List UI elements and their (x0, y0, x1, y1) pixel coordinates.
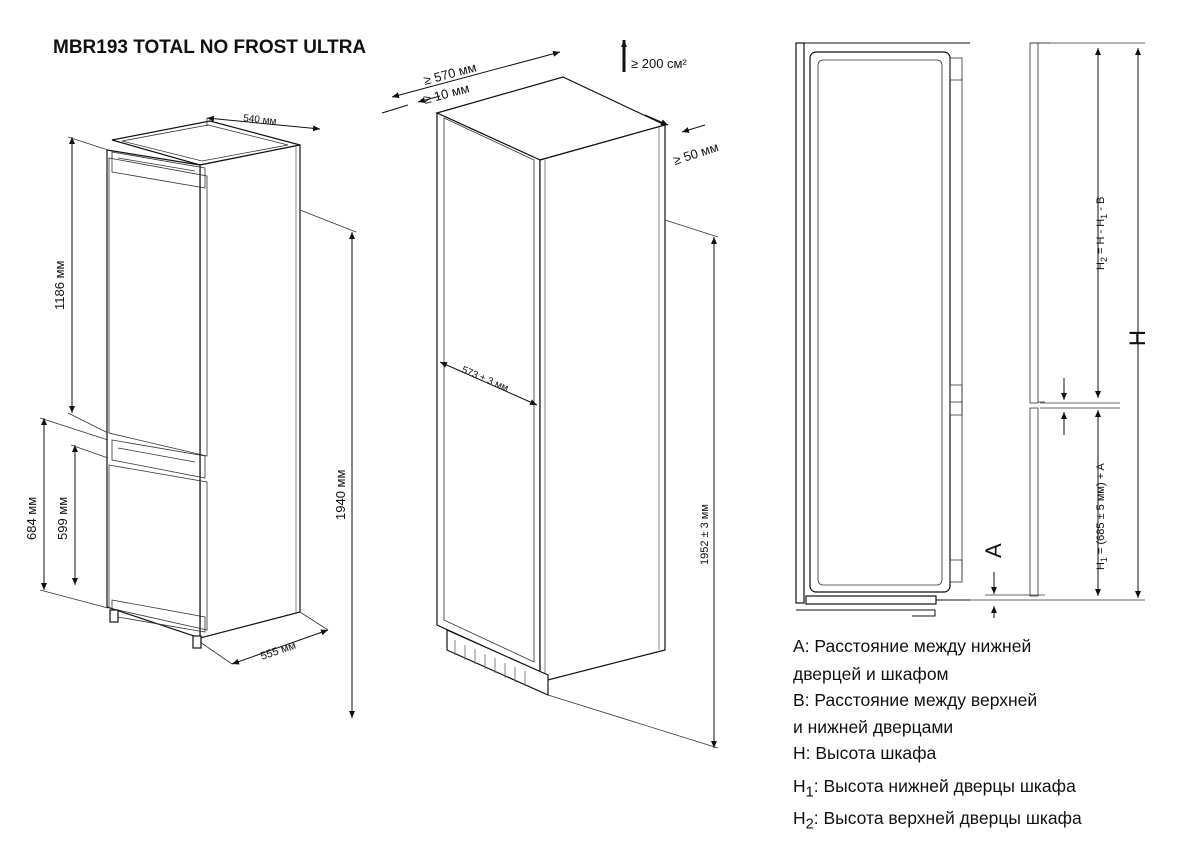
fridge-depth-label: 555 мм (259, 640, 297, 663)
fridge-drawing: 540 мм 1186 мм 684 мм 599 мм 1940 мм 555… (24, 113, 357, 718)
cabinet-side-gap-label: ≥ 50 мм (671, 139, 720, 168)
legend: A: Расстояние между нижней дверцей и шка… (793, 636, 1193, 841)
legend-item-h2: H2: Высота верхней дверцы шкафа (793, 808, 1082, 833)
side-h-label: H (1125, 330, 1150, 346)
fridge-width-label: 540 мм (243, 113, 277, 127)
fridge-upper-door-label: 1186 мм (52, 260, 67, 310)
legend-item-b: B: Расстояние между верхней и нижней две… (793, 689, 1038, 738)
legend-item-a: A: Расстояние между нижней дверцей и шка… (793, 636, 1032, 684)
cabinet-height-label: 1952 ± 3 мм (699, 504, 711, 565)
side-h1-formula: H1 = (685 ± 5 мм) + A (1095, 462, 1109, 570)
vent-area-label: ≥ 200 см² (631, 56, 687, 71)
fridge-lower-684-label: 684 мм (24, 497, 39, 540)
cabinet-depth-label: ≥ 570 мм (422, 59, 478, 87)
fridge-lower-599-label: 599 мм (55, 497, 70, 540)
legend-item-h: H: Высота шкафа (793, 743, 937, 763)
fridge-height-label: 1940 мм (333, 470, 348, 520)
side-a-label: A (981, 543, 1006, 558)
side-h2-formula: H2 = H - H1 - B (1095, 197, 1109, 270)
diagram-title: MBR193 TOTAL NO FROST ULTRA (53, 37, 366, 58)
side-view-drawing: H H2 = H - H1 - B H1 = (685 ± 5 мм) + A … (795, 42, 1150, 618)
cabinet-drawing: ≥ 570 мм ≥ 10 мм ≥ 200 см² ≥ 50 мм 573 ±… (381, 40, 720, 749)
legend-item-h1: H1: Высота нижней дверцы шкафа (793, 775, 1076, 801)
